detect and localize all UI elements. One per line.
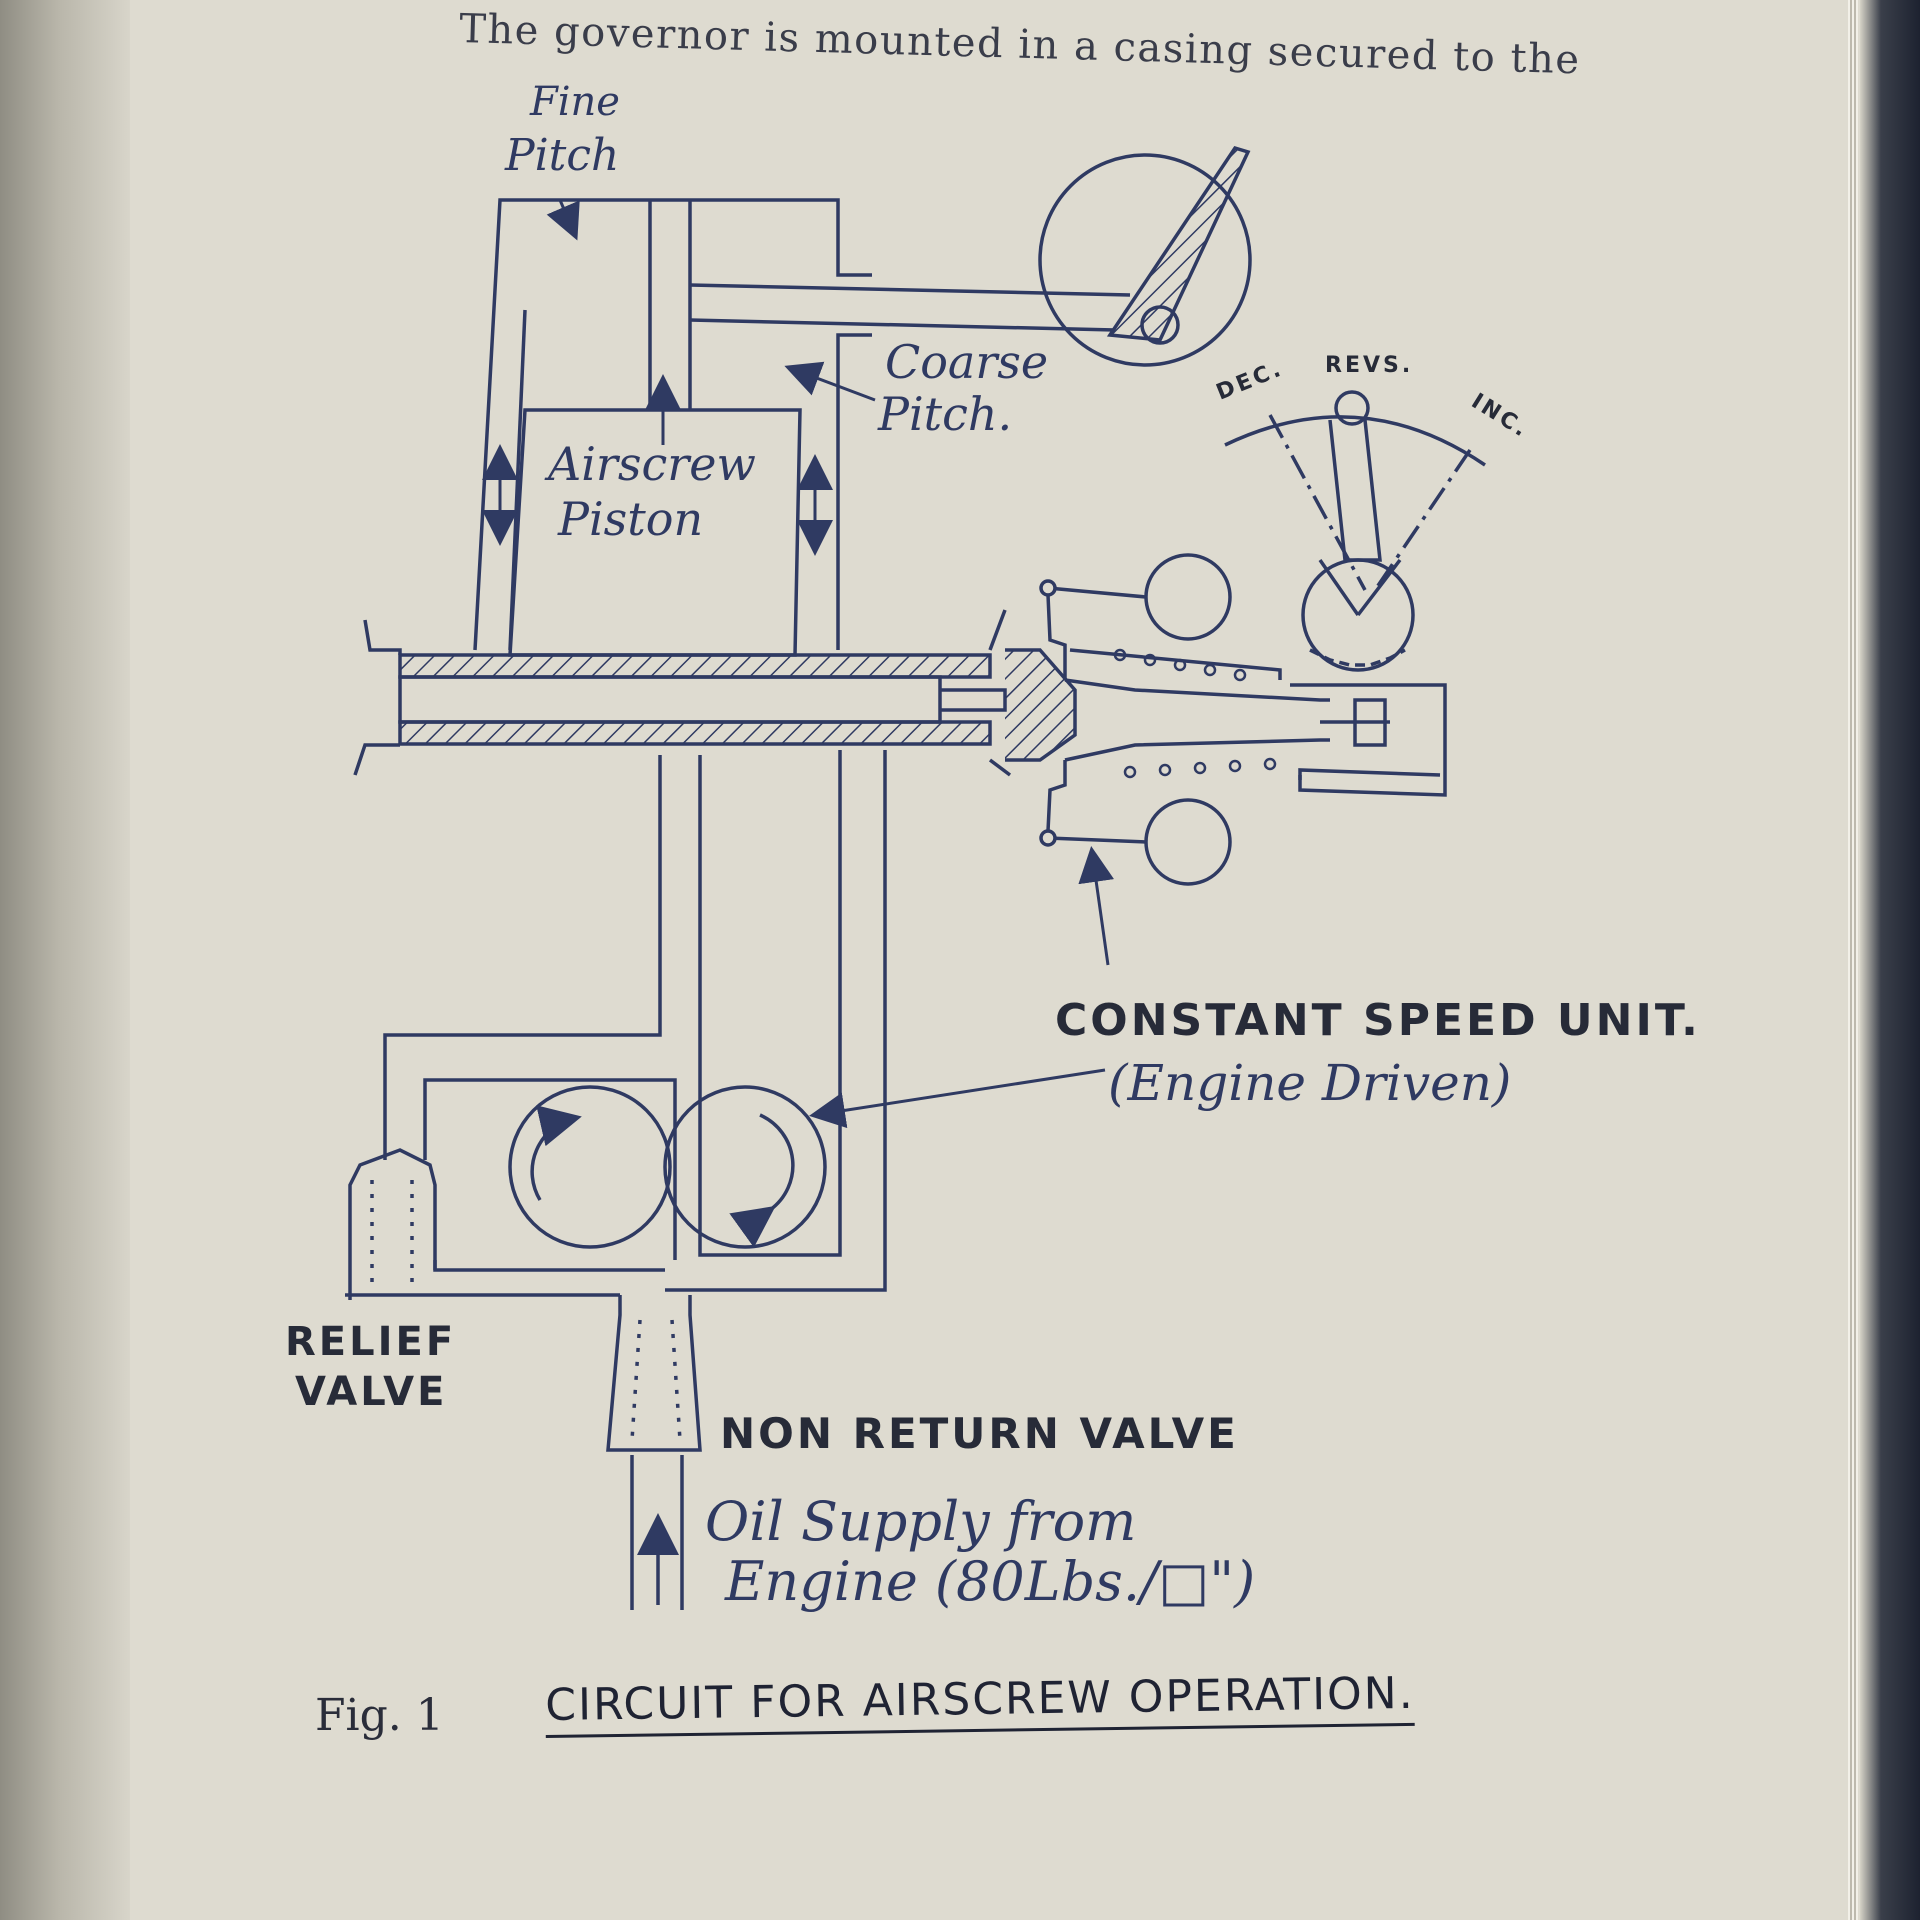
engine-driven-label: (Engine Driven) <box>1108 1054 1511 1112</box>
airscrew-piston-label-2: Piston <box>557 492 703 546</box>
coarse-pitch-label-1: Coarse <box>885 335 1048 389</box>
relief-valve-label-2: VALVE <box>295 1369 447 1415</box>
shaft-assembly <box>353 609 1077 777</box>
coarse-pitch-label-2: Pitch. <box>877 387 1012 441</box>
governor-unit <box>1039 553 1447 886</box>
non-return-valve-label: NON RETURN VALVE <box>720 1409 1239 1458</box>
piston-arrows <box>482 199 876 556</box>
page-edges <box>1848 0 1858 1920</box>
figure-number: Fig. 1 <box>315 1690 444 1741</box>
spring-dots <box>1113 648 1277 779</box>
figure-title: CIRCUIT FOR AIRSCREW OPERATION. <box>545 1667 1416 1738</box>
fine-pitch-label-1: Fine <box>529 79 620 125</box>
oil-pump <box>345 750 887 1297</box>
spine-shadow <box>0 0 130 1920</box>
constant-speed-unit-label: CONSTANT SPEED UNIT. <box>1055 995 1701 1046</box>
revs-dial <box>1224 390 1486 591</box>
pitch-arm <box>1038 145 1252 367</box>
book-cover-edge <box>1860 0 1920 1920</box>
dial-dec-label: DEC. <box>1213 356 1287 405</box>
oil-supply-label-2: Engine (80Lbs./□") <box>724 1550 1255 1613</box>
cylinder-assembly <box>473 198 1131 657</box>
leader-lines <box>809 846 1115 1129</box>
dial-revs-label: REVS. <box>1325 353 1413 378</box>
relief-valve-label-1: RELIEF <box>285 1319 456 1365</box>
dial-inc-label: INC. <box>1467 389 1534 444</box>
non-return-valve <box>606 1295 702 1610</box>
oil-supply-label-1: Oil Supply from <box>705 1490 1136 1553</box>
fine-pitch-label-2: Pitch <box>504 130 619 181</box>
airscrew-piston-label-1: Airscrew <box>544 437 756 491</box>
relief-valve <box>348 1148 437 1300</box>
